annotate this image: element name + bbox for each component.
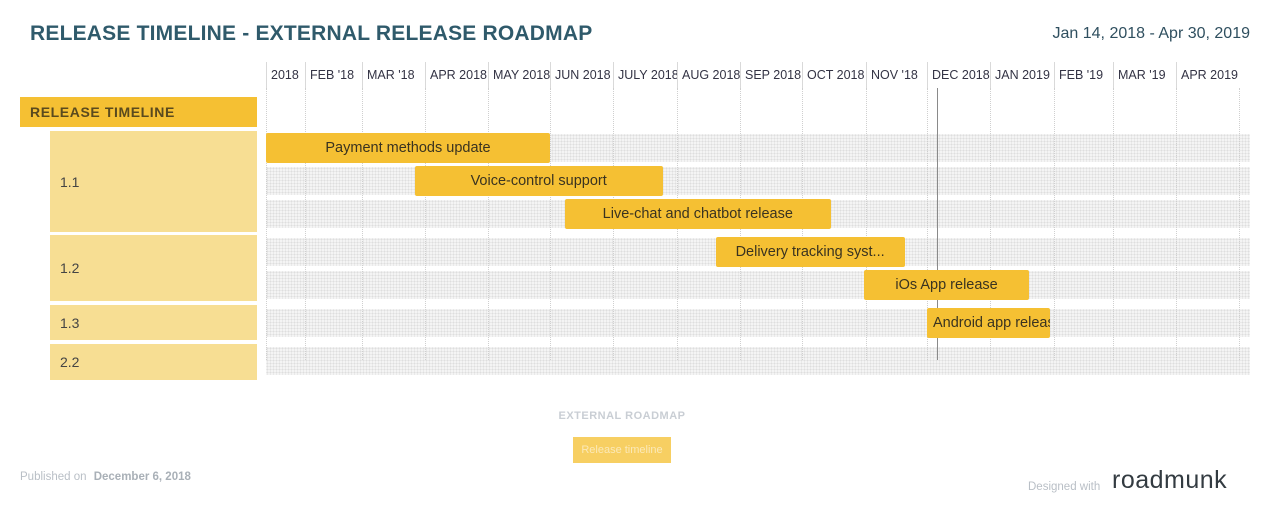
group-label-1-2[interactable]: 1.2 [50, 235, 257, 301]
lane-row [266, 271, 1250, 299]
month-gridline [927, 88, 928, 360]
month-gridline [362, 88, 363, 360]
month-gridline [425, 88, 426, 360]
published-date: December 6, 2018 [93, 471, 191, 483]
lane-row [266, 167, 1250, 195]
month-label: APR 2018 [425, 62, 488, 88]
month-gridline [1239, 88, 1240, 360]
month-label: OCT 2018 [802, 62, 866, 88]
month-gridline [305, 88, 306, 360]
month-label: FEB '18 [305, 62, 362, 88]
month-gridline [866, 88, 867, 360]
month-label: FEB '19 [1054, 62, 1113, 88]
release-bar[interactable]: Delivery tracking syst... [715, 237, 905, 267]
month-label: AUG 2018 [677, 62, 740, 88]
month-gridline [990, 88, 991, 360]
swimlane-header[interactable]: RELEASE TIMELINE [20, 97, 257, 127]
month-label: DEC 2018 [927, 62, 990, 88]
release-bar[interactable]: Voice-control support [414, 166, 663, 196]
month-gridline [1113, 88, 1114, 360]
group-label-2-2[interactable]: 2.2 [50, 344, 257, 380]
page-title: RELEASE TIMELINE - EXTERNAL RELEASE ROAD… [30, 22, 593, 45]
month-label: SEP 2018 [740, 62, 802, 88]
lane-row [266, 347, 1250, 375]
month-label: MAY 2018 [488, 62, 550, 88]
month-label: 2018 [266, 62, 305, 88]
release-bar[interactable]: iOs App release [863, 270, 1030, 300]
designed-with-label: Designed with [1028, 481, 1101, 493]
month-label: NOV '18 [866, 62, 927, 88]
month-label: APR 2019 [1176, 62, 1239, 88]
roadmunk-logo[interactable]: roadmunk [1112, 466, 1228, 494]
month-gridline [1054, 88, 1055, 360]
date-range: Jan 14, 2018 - Apr 30, 2019 [1052, 25, 1250, 42]
legend-title: EXTERNAL ROADMAP [558, 410, 686, 422]
release-bar[interactable]: Live-chat and chatbot release [564, 199, 831, 229]
month-label: JULY 2018 [613, 62, 677, 88]
published-label: Published on [20, 471, 87, 483]
month-label: JAN 2019 [990, 62, 1054, 88]
published-note: Published on December 6, 2018 [20, 471, 191, 483]
month-gridline [550, 88, 551, 360]
month-gridline [1176, 88, 1177, 360]
month-label: MAR '18 [362, 62, 425, 88]
month-label: MAR '19 [1113, 62, 1176, 88]
lane-row [266, 309, 1250, 337]
legend-item[interactable]: Release timeline [573, 437, 671, 463]
group-label-1-3[interactable]: 1.3 [50, 305, 257, 340]
today-marker [937, 88, 939, 360]
release-bar[interactable]: Android app release [927, 308, 1050, 338]
month-gridline [488, 88, 489, 360]
group-label-1-1[interactable]: 1.1 [50, 131, 257, 232]
month-label: JUN 2018 [550, 62, 613, 88]
release-bar[interactable]: Payment methods update [266, 133, 550, 163]
month-gridline [266, 88, 267, 360]
